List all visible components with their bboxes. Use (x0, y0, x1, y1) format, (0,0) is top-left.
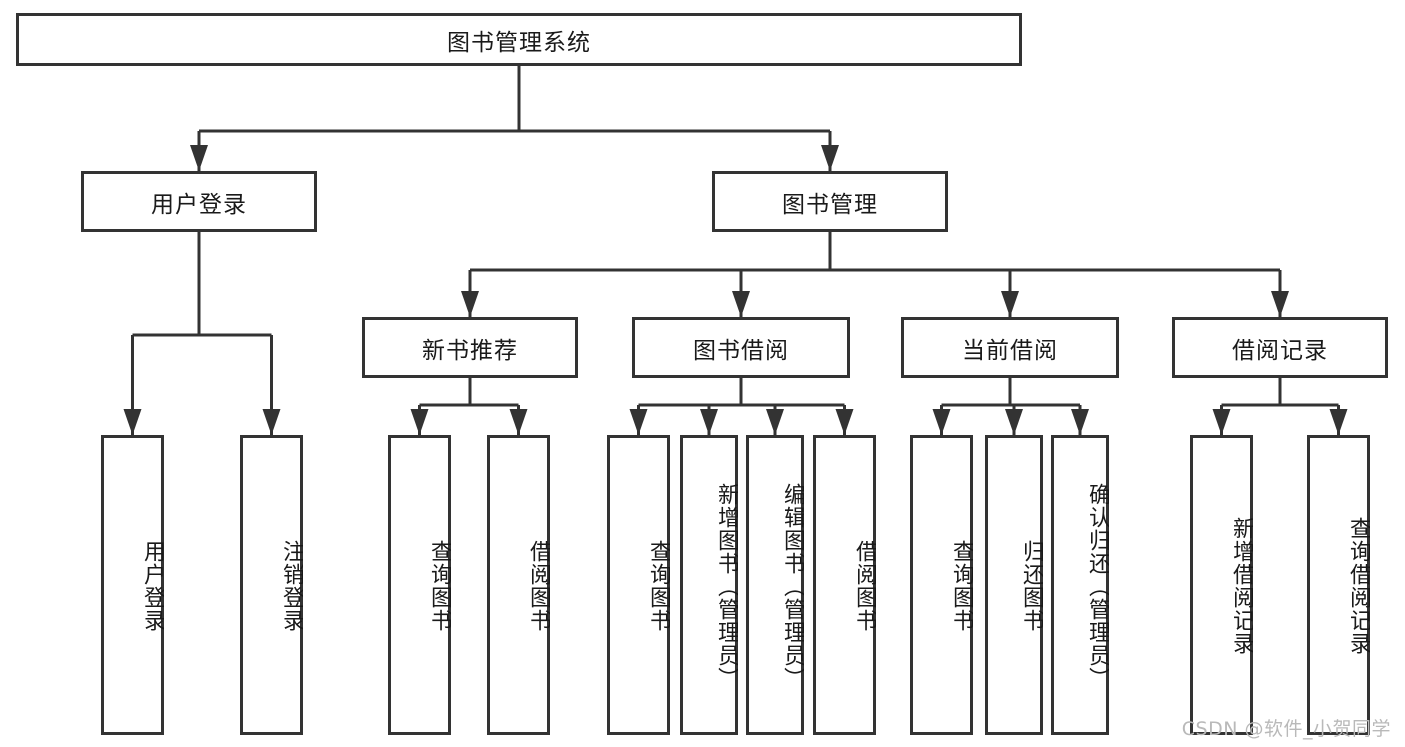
arrow-head (190, 145, 208, 171)
node-leaf-confirm-return-admin[interactable]: 确认归还（管理员） (1051, 435, 1109, 735)
node-label: 注销登录 (279, 540, 303, 632)
node-leaf-query-borrow-record[interactable]: 查询借阅记录 (1307, 435, 1370, 735)
node-label: 确认归还（管理员） (1085, 482, 1109, 690)
node-label: 用户登录 (151, 191, 247, 218)
node-label: 用户登录 (140, 540, 164, 632)
node-current-borrow[interactable]: 当前借阅 (901, 317, 1119, 378)
node-box-leaf-borrow-book-recommend[interactable] (487, 435, 550, 735)
node-leaf-borrow-book[interactable]: 借阅图书 (813, 435, 876, 735)
arrow-head (932, 409, 951, 435)
node-label: 查询图书 (646, 540, 670, 632)
node-label: 新增借阅记录 (1229, 517, 1253, 655)
arrow-head (262, 409, 281, 435)
node-box-current-borrow[interactable] (901, 317, 1119, 378)
node-label: 借阅图书 (526, 540, 550, 632)
node-label: 编辑图书（管理员） (780, 482, 804, 690)
arrow-head (1212, 409, 1231, 435)
node-label: 查询图书 (949, 540, 973, 632)
arrow-head (123, 409, 142, 435)
node-leaf-query-book-recommend[interactable]: 查询图书 (388, 435, 451, 735)
node-box-leaf-user-login[interactable] (101, 435, 164, 735)
node-new-book-recommend[interactable]: 新书推荐 (362, 317, 578, 378)
node-leaf-add-book-admin[interactable]: 新增图书（管理员） (680, 435, 738, 735)
node-box-leaf-query-book-borrow[interactable] (607, 435, 670, 735)
node-box-leaf-edit-book-admin[interactable] (746, 435, 804, 735)
arrow-head (1005, 409, 1023, 435)
node-box-new-book-recommend[interactable] (362, 317, 578, 378)
node-box-leaf-confirm-return-admin[interactable] (1051, 435, 1109, 735)
node-leaf-return-book[interactable]: 归还图书 (985, 435, 1043, 735)
node-borrow-records[interactable]: 借阅记录 (1172, 317, 1388, 378)
node-user-login[interactable]: 用户登录 (81, 171, 317, 232)
node-leaf-query-book-borrow[interactable]: 查询图书 (607, 435, 670, 735)
node-leaf-user-logout[interactable]: 注销登录 (240, 435, 303, 735)
node-leaf-query-book-current[interactable]: 查询图书 (910, 435, 973, 735)
node-box-book-management[interactable] (712, 171, 948, 232)
arrow-head (732, 291, 750, 317)
node-label: 新书推荐 (422, 337, 518, 364)
node-label: 查询借阅记录 (1346, 517, 1370, 655)
node-leaf-edit-book-admin[interactable]: 编辑图书（管理员） (746, 435, 804, 735)
node-box-leaf-query-book-current[interactable] (910, 435, 973, 735)
connector-layer (123, 66, 1348, 435)
node-leaf-user-login[interactable]: 用户登录 (101, 435, 164, 735)
node-box-leaf-borrow-book[interactable] (813, 435, 876, 735)
arrow-head (629, 409, 648, 435)
node-box-leaf-query-book-recommend[interactable] (388, 435, 451, 735)
arrow-head (821, 145, 839, 171)
node-box-leaf-return-book[interactable] (985, 435, 1043, 735)
node-box-borrow-records[interactable] (1172, 317, 1388, 378)
arrow-head (509, 409, 528, 435)
node-leaf-add-borrow-record[interactable]: 新增借阅记录 (1190, 435, 1253, 735)
node-label: 借阅记录 (1232, 337, 1328, 364)
arrow-head (410, 409, 429, 435)
node-label: 查询图书 (427, 540, 451, 632)
node-label: 归还图书 (1019, 540, 1043, 632)
arrow-head (461, 291, 479, 317)
node-label: 图书管理 (782, 191, 878, 218)
node-box-leaf-add-book-admin[interactable] (680, 435, 738, 735)
csdn-watermark: CSDN @软件_小贺同学 (1181, 718, 1391, 740)
node-box-root[interactable] (16, 13, 1022, 66)
node-label: 新增图书（管理员） (714, 482, 738, 690)
node-book-borrow[interactable]: 图书借阅 (632, 317, 850, 378)
arrow-head (835, 409, 854, 435)
arrow-head (1071, 409, 1089, 435)
node-book-management[interactable]: 图书管理 (712, 171, 948, 232)
node-box-leaf-user-logout[interactable] (240, 435, 303, 735)
arrow-head (1329, 409, 1348, 435)
node-label: 图书管理系统 (447, 29, 591, 56)
node-root[interactable]: 图书管理系统 (16, 13, 1022, 66)
node-box-user-login[interactable] (81, 171, 317, 232)
node-box-leaf-add-borrow-record[interactable] (1190, 435, 1253, 735)
node-label: 借阅图书 (852, 540, 876, 632)
arrow-head (1271, 291, 1289, 317)
node-label: 当前借阅 (962, 337, 1058, 364)
arrow-head (1001, 291, 1019, 317)
arrow-head (700, 409, 718, 435)
node-box-book-borrow[interactable] (632, 317, 850, 378)
arrow-head (766, 409, 784, 435)
node-label: 图书借阅 (693, 337, 789, 364)
node-leaf-borrow-book-recommend[interactable]: 借阅图书 (487, 435, 550, 735)
node-box-leaf-query-borrow-record[interactable] (1307, 435, 1370, 735)
node-box-layer (16, 13, 1388, 735)
